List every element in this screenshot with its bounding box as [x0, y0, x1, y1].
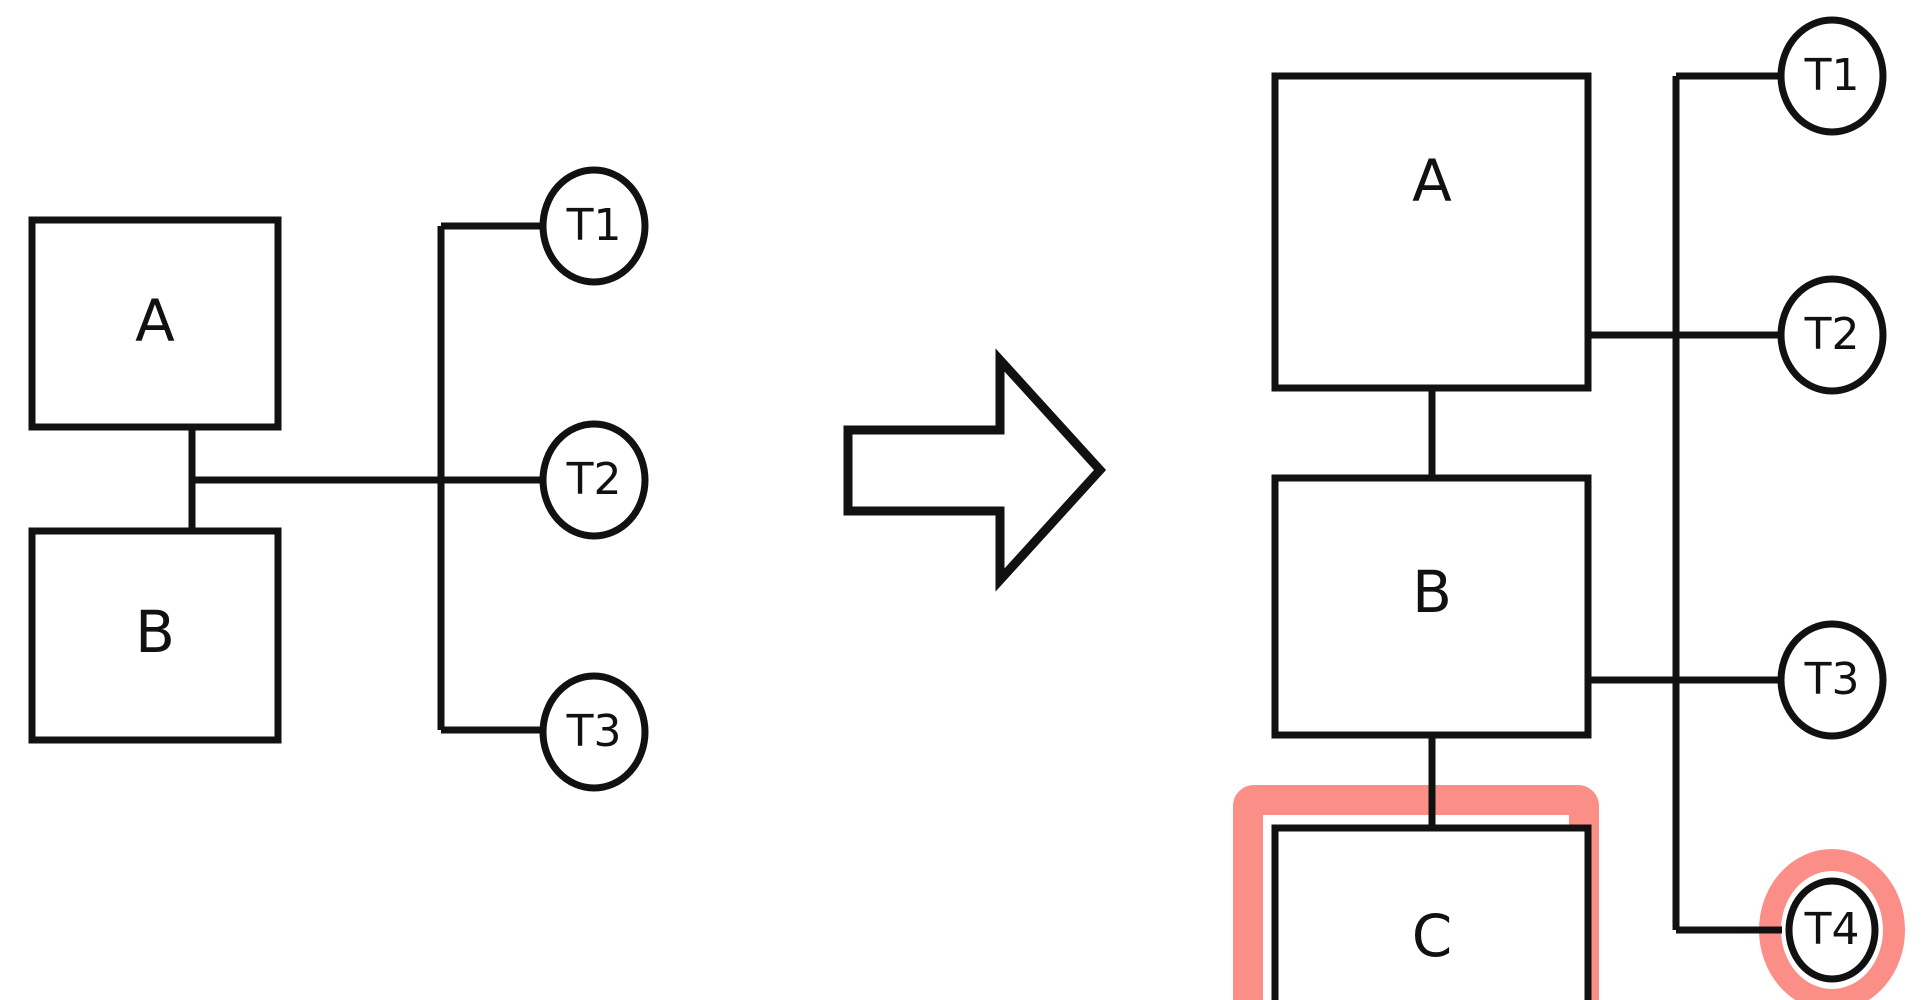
before-block-b[interactable] [28, 527, 282, 744]
after-block-c[interactable] [1271, 824, 1592, 1000]
after-terminal-t3[interactable] [1777, 620, 1887, 740]
after-terminal-t1-label: T1 [1804, 50, 1860, 101]
before-block-a-label: A [135, 287, 175, 355]
after-block-a-label: A [1412, 147, 1452, 215]
before-terminal-t1-label: T1 [566, 200, 622, 251]
after-terminal-t1[interactable] [1777, 16, 1887, 136]
after-terminal-t2[interactable] [1777, 275, 1887, 395]
after-block-a[interactable] [1271, 72, 1592, 392]
after-block-c-label: C [1412, 902, 1453, 970]
transition-arrow [843, 348, 1107, 592]
before-terminal-t2-label: T2 [566, 454, 622, 505]
after-terminal-t3-label: T3 [1804, 654, 1860, 705]
after-block-b[interactable] [1271, 474, 1592, 739]
after-terminal-t4-label: T4 [1804, 904, 1860, 955]
before-terminal-t2[interactable] [539, 420, 649, 540]
after-block-b-label: B [1412, 558, 1452, 626]
before-terminal-t3[interactable] [539, 672, 649, 792]
before-block-a[interactable] [28, 216, 282, 431]
before-terminal-t3-label: T3 [566, 706, 622, 757]
after-terminal-t4[interactable] [1785, 877, 1879, 983]
before-terminal-t1[interactable] [539, 166, 649, 286]
before-block-b-label: B [135, 598, 175, 666]
after-terminal-t2-label: T2 [1804, 309, 1860, 360]
